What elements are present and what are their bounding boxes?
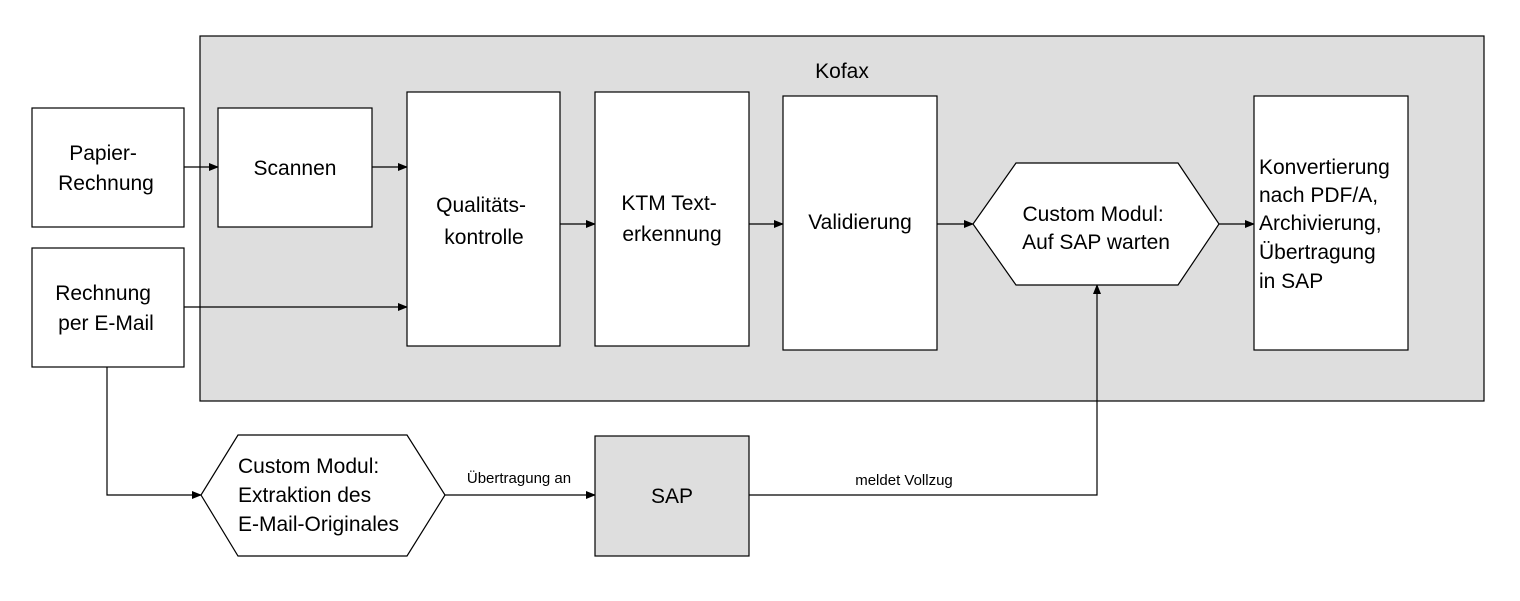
edge-email-to-extract [106,367,202,499]
node-extract-email-original [200,434,446,557]
node-extract-email-original-label: Custom Modul: Extraktion des E-Mail-Orig… [238,455,399,536]
edge-label-reports-completion: meldet Vollzug [855,472,953,489]
node-conversion [1253,95,1409,351]
node-quality-check-label: Qualitäts- kontrolle [436,194,532,249]
node-paper-invoice [31,107,185,228]
node-sap-label: SAP [651,485,693,508]
node-conversion-label: Konvertierung nach PDF/A, Archivierung, … [1259,156,1396,293]
node-email-invoice-label: Rechnung per E-Mail [55,282,157,335]
node-wait-for-sap [972,162,1220,286]
node-wait-for-sap-label: Custom Modul: Auf SAP warten [1022,203,1170,254]
node-ocr-label: KTM Text- erkennung [621,192,722,246]
edge-sap-to-wait [749,284,1101,496]
connectors [106,163,1255,499]
node-ocr [594,91,750,347]
node-email-invoice [31,247,185,368]
edge-label-transfer: Übertragung an [467,469,571,487]
kofax-title: Kofax [815,60,869,83]
node-validation-label: Validierung [808,211,912,234]
node-paper-invoice-label: Papier- Rechnung [58,142,154,195]
node-scan-label: Scannen [254,157,337,180]
node-scan [217,107,373,228]
node-sap [594,435,750,557]
node-quality-check [406,91,561,347]
node-validation [782,95,938,351]
